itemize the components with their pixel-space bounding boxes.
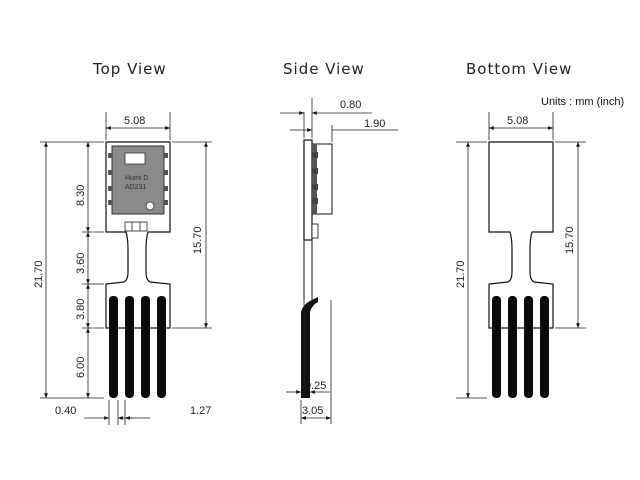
bottom-view: 5.08 21.70 15.70 [455, 112, 586, 399]
chip-label-2: AD231 [125, 184, 147, 191]
units-label: Units : mm (inch) [541, 96, 624, 108]
chip-dot [145, 201, 155, 211]
side-view-lead [301, 297, 318, 398]
bottom-view-title: Bottom View [466, 60, 572, 78]
top-view-leads [109, 296, 166, 398]
side-view-chip-top [312, 144, 317, 214]
top-width-dim: 5.08 [124, 115, 145, 127]
top-seg2-dim: 3.60 [75, 253, 87, 274]
side-dim-b: 1.90 [364, 118, 385, 130]
top-view-title: Top View [92, 60, 167, 78]
top-pitch-dim: 1.27 [190, 405, 211, 417]
bottom-width-dim: 5.08 [507, 115, 528, 127]
bottom-total-height-dim: 21.70 [455, 260, 467, 288]
bottom-view-body [488, 141, 554, 329]
top-body-height-dim: 15.70 [192, 226, 204, 254]
side-dim-a: 0.80 [340, 99, 361, 111]
side-view-title: Side View [283, 60, 365, 78]
top-seg3-dim: 3.80 [75, 299, 87, 320]
marking-pad [124, 221, 148, 232]
chip-window [124, 152, 146, 165]
top-view: Humi D AD231 5.08 21.70 [33, 112, 212, 425]
chip-label-1: Humi D [125, 175, 148, 182]
top-total-height-dim: 21.70 [33, 260, 45, 288]
top-lead-width-dim: 0.40 [55, 405, 76, 417]
bottom-view-leads [492, 296, 549, 398]
top-seg1-dim: 8.30 [75, 185, 87, 206]
bottom-body-height-dim: 15.70 [564, 226, 576, 254]
side-view: 0.80 1.90 0.25 3.05 [280, 98, 398, 424]
side-view-pins [312, 152, 318, 204]
side-dim-c: 0.25 [305, 380, 326, 392]
top-seg4-dim: 6.00 [75, 357, 87, 378]
side-view-board [303, 139, 313, 241]
side-dim-d: 3.05 [302, 405, 323, 417]
chip-pads [108, 153, 168, 205]
